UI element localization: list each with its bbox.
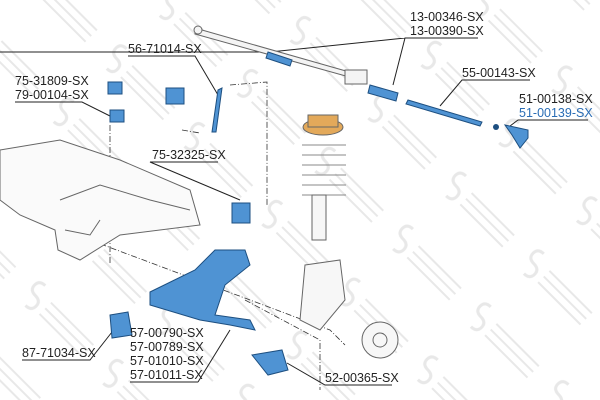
rack-boot-left xyxy=(265,51,293,67)
tie-rod-end xyxy=(503,124,529,149)
label-control-arm-1: 57-00790-SX xyxy=(130,326,204,340)
label-rack-boot-2: 13-00390-SX xyxy=(410,24,484,38)
subframe xyxy=(0,139,201,261)
control-arm xyxy=(149,249,256,331)
stabilizer-bush-upper xyxy=(107,81,123,95)
label-rack-boot-1: 13-00346-SX xyxy=(410,10,484,24)
stabilizer-bush-mounted xyxy=(165,87,185,105)
stabilizer-link xyxy=(211,87,223,133)
ball-joint xyxy=(251,349,289,376)
label-tie-rod-end-2: 51-00139-SX xyxy=(519,106,593,120)
label-arm-bush-front: 87-71034-SX xyxy=(22,346,96,360)
label-stabilizer-bush-1: 75-31809-SX xyxy=(15,74,89,88)
leader-lines xyxy=(0,37,588,386)
stabilizer-bush-lower xyxy=(109,109,125,123)
arm-bush-front xyxy=(109,311,133,339)
steering-rack xyxy=(193,25,368,85)
label-stabilizer-link: 56-71014-SX xyxy=(128,42,202,56)
label-control-arm-4: 57-01011-SX xyxy=(130,368,203,382)
highlighted-parts xyxy=(107,51,529,376)
label-ball-joint: 52-00365-SX xyxy=(325,371,399,385)
label-control-arm-3: 57-01010-SX xyxy=(130,354,204,368)
label-control-arm-2: 57-00789-SX xyxy=(130,340,204,354)
label-stabilizer-bush-2: 79-00104-SX xyxy=(15,88,89,102)
strut xyxy=(299,114,399,359)
arm-bush-rear xyxy=(231,202,251,224)
label-arm-bush-rear: 75-32325-SX xyxy=(152,148,226,162)
rack-boot-right xyxy=(367,84,399,102)
tie-rod xyxy=(405,99,483,127)
rack-nut xyxy=(493,124,499,130)
label-tie-rod: 55-00143-SX xyxy=(462,66,536,80)
label-tie-rod-end-1: 51-00138-SX xyxy=(519,92,593,106)
